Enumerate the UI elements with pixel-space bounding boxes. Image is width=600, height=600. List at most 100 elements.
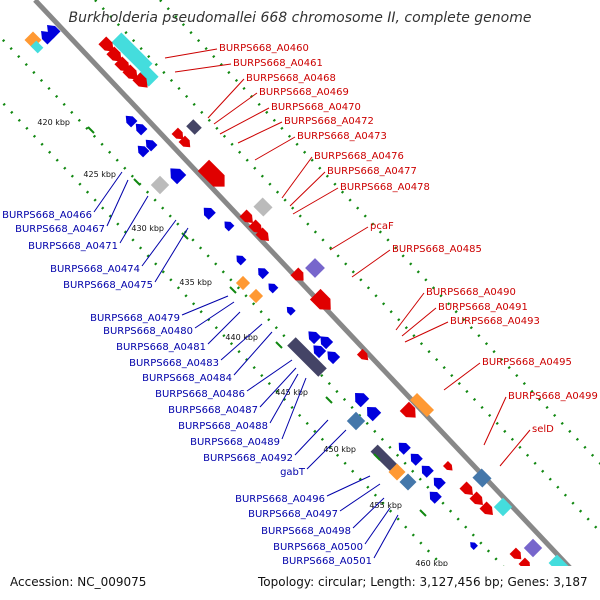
feature-reverse-arrow bbox=[421, 465, 434, 478]
leader-line bbox=[269, 373, 299, 424]
feature-forward-arrow bbox=[239, 209, 253, 223]
leader-line bbox=[254, 136, 296, 161]
feature-reverse-arrow bbox=[367, 407, 382, 422]
kbp-tick-label: 450 kbp bbox=[323, 445, 356, 454]
gene-label-forward: BURPS668_A0472 bbox=[284, 116, 374, 127]
leader-line bbox=[294, 419, 329, 456]
leader-line bbox=[154, 227, 189, 283]
kbp-tick-label: 460 kbp bbox=[415, 559, 448, 568]
feature-purple-block bbox=[523, 538, 543, 558]
feature-reverse-arrow bbox=[398, 442, 411, 455]
feature-orange-block bbox=[248, 288, 264, 304]
feature-reverse-arrow bbox=[224, 221, 235, 232]
gene-label-reverse: BURPS668_A0487 bbox=[168, 405, 258, 416]
leader-line bbox=[364, 507, 391, 545]
feature-reverse-arrow bbox=[125, 115, 138, 128]
feature-dark-block bbox=[186, 119, 202, 135]
feature-forward-arrow bbox=[479, 501, 493, 515]
gene-label-forward: pcaF bbox=[370, 221, 394, 232]
feature-gray-block bbox=[150, 175, 170, 195]
gene-label-forward: BURPS668_A0493 bbox=[450, 316, 540, 327]
gene-label-reverse: BURPS668_A0489 bbox=[190, 437, 280, 448]
gene-label-forward: BURPS668_A0485 bbox=[392, 244, 482, 255]
leader-line bbox=[352, 497, 385, 529]
feature-forward-arrow bbox=[171, 127, 184, 140]
feature-reverse-arrow bbox=[41, 31, 55, 45]
feature-orange-block bbox=[235, 275, 251, 291]
leader-line bbox=[351, 249, 391, 278]
feature-cyan-block bbox=[137, 65, 159, 87]
gene-label-reverse: BURPS668_A0501 bbox=[282, 556, 372, 567]
gene-label-forward: BURPS668_A0468 bbox=[246, 73, 336, 84]
leader-line bbox=[219, 107, 270, 135]
leader-line bbox=[404, 321, 449, 343]
leader-line bbox=[237, 121, 283, 144]
feature-reverse-arrow bbox=[313, 345, 327, 359]
feature-reverse-arrow bbox=[410, 453, 423, 466]
kbp-tick-mark bbox=[373, 453, 381, 461]
feature-orange-block bbox=[409, 392, 435, 418]
leader-line bbox=[141, 219, 177, 267]
gene-label-reverse: BURPS668_A0481 bbox=[116, 342, 206, 353]
leader-line bbox=[164, 48, 218, 59]
feature-reverse-arrow bbox=[286, 306, 296, 316]
feature-forward-arrow bbox=[255, 227, 269, 241]
feature-gray-block bbox=[253, 197, 273, 217]
leader-line bbox=[174, 63, 232, 73]
leader-line bbox=[181, 295, 229, 316]
feature-forward-arrow bbox=[509, 547, 522, 560]
gene-label-forward: BURPS668_A0499 bbox=[508, 391, 598, 402]
feature-forward-arrow bbox=[114, 56, 130, 72]
feature-forward-arrow bbox=[197, 159, 225, 187]
gene-label-reverse: BURPS668_A0483 bbox=[129, 358, 219, 369]
leader-line bbox=[395, 292, 425, 331]
gene-label-reverse: BURPS668_A0496 bbox=[235, 494, 325, 505]
leader-line bbox=[401, 307, 437, 337]
leader-line bbox=[207, 311, 241, 345]
genome-summary-text: Topology: circular; Length: 3,127,456 bp… bbox=[257, 575, 588, 589]
feature-forward-arrow bbox=[290, 267, 304, 281]
kbp-tick-label: 455 kbp bbox=[369, 501, 402, 510]
gene-label-forward: BURPS668_A0478 bbox=[340, 182, 430, 193]
gene-label-reverse: BURPS668_A0480 bbox=[103, 326, 193, 337]
leader-line bbox=[281, 156, 313, 199]
leader-line bbox=[220, 323, 263, 361]
feature-steel-block bbox=[399, 473, 417, 491]
gene-label-forward: BURPS668_A0469 bbox=[259, 87, 349, 98]
feature-steel-block bbox=[346, 411, 366, 431]
feature-reverse-arrow bbox=[429, 491, 442, 504]
feature-purple-block bbox=[305, 258, 325, 278]
gene-label-reverse: BURPS668_A0492 bbox=[203, 453, 293, 464]
gene-label-forward: BURPS668_A0491 bbox=[438, 302, 528, 313]
leader-line bbox=[326, 475, 371, 497]
leader-line bbox=[339, 483, 381, 512]
leader-line bbox=[281, 377, 307, 440]
leader-line bbox=[213, 92, 258, 125]
gene-label-forward: BURPS668_A0460 bbox=[219, 43, 309, 54]
feature-reverse-arrow bbox=[268, 283, 279, 294]
feature-reverse-arrow bbox=[236, 255, 247, 266]
leader-line bbox=[483, 396, 507, 446]
kbp-tick-mark bbox=[275, 341, 283, 349]
feature-forward-arrow bbox=[178, 135, 191, 148]
gene-label-forward: BURPS668_A0477 bbox=[327, 166, 417, 177]
leader-line bbox=[289, 171, 326, 207]
gene-label-forward: BURPS668_A0476 bbox=[314, 151, 404, 162]
feature-reverse-arrow bbox=[258, 268, 270, 280]
leader-line bbox=[119, 195, 149, 244]
gene-label-forward: BURPS668_A0461 bbox=[233, 58, 323, 69]
feature-forward-arrow bbox=[399, 401, 416, 418]
feature-forward-arrow bbox=[106, 46, 122, 62]
leader-line bbox=[233, 331, 273, 376]
feature-forward-arrow bbox=[309, 288, 331, 310]
gene-label-reverse: BURPS668_A0471 bbox=[28, 241, 118, 252]
gene-label-reverse: BURPS668_A0474 bbox=[50, 264, 140, 275]
feature-reverse-arrow bbox=[433, 477, 446, 490]
leader-line bbox=[207, 78, 245, 119]
map-title: Burkholderia pseudomallei 668 chromosome… bbox=[69, 10, 532, 26]
leader-line bbox=[373, 514, 399, 559]
kbp-tick-mark bbox=[133, 178, 141, 186]
leader-line bbox=[292, 187, 339, 215]
feature-dark-block bbox=[287, 337, 327, 377]
